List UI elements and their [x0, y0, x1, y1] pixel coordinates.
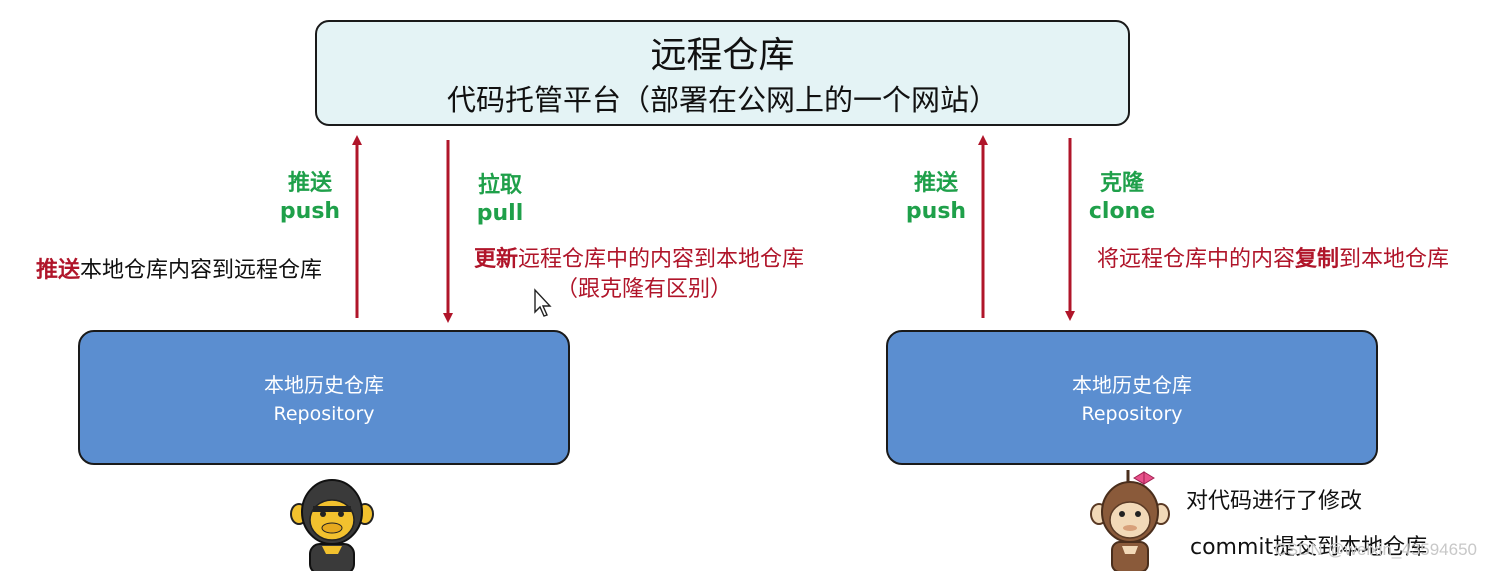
- right-push-label-cn: 推送: [913, 171, 958, 196]
- left-local-repo-subtitle: Repository: [273, 403, 375, 425]
- left-pull-desc-strong: 更新: [474, 247, 519, 272]
- left-pull-label: 拉取 pull: [462, 172, 538, 228]
- left-pull-description: 更新远程仓库中的内容到本地仓库: [474, 245, 804, 275]
- right-push-label-en: push: [905, 199, 967, 224]
- monkey-boy-icon: [290, 479, 374, 571]
- right-clone-desc-pre: 将远程仓库中的内容: [1097, 247, 1296, 272]
- left-push-label: 推送 push: [272, 170, 348, 226]
- right-local-repo-box: 本地历史仓库 Repository: [886, 330, 1378, 465]
- right-clone-desc-strong: 复制: [1295, 247, 1340, 272]
- left-pull-label-en: pull: [476, 201, 524, 226]
- left-local-repo-box: 本地历史仓库 Repository: [78, 330, 570, 465]
- left-push-label-en: push: [279, 199, 341, 224]
- right-clone-label-en: clone: [1088, 199, 1156, 224]
- right-clone-desc-post: 到本地仓库: [1339, 247, 1450, 272]
- right-note-modify: 对代码进行了修改: [1186, 489, 1363, 514]
- right-clone-description: 将远程仓库中的内容复制到本地仓库: [1097, 245, 1449, 275]
- right-clone-label-cn: 克隆: [1099, 171, 1144, 196]
- left-local-repo-title: 本地历史仓库: [264, 373, 384, 397]
- left-push-label-cn: 推送: [287, 171, 332, 196]
- left-push-description: 推送本地仓库内容到远程仓库: [36, 256, 322, 286]
- right-local-repo-subtitle: Repository: [1081, 403, 1183, 425]
- cursor-icon: [534, 288, 552, 317]
- left-pull-label-cn: 拉取: [477, 173, 522, 198]
- remote-repo-subtitle: 代码托管平台（部署在公网上的一个网站）: [446, 83, 998, 117]
- monkey-girl-icon: [1090, 470, 1170, 571]
- left-pull-desc-rest: 远程仓库中的内容到本地仓库: [518, 247, 805, 272]
- left-push-desc-rest: 本地仓库内容到远程仓库: [80, 258, 323, 283]
- right-clone-label: 克隆 clone: [1082, 170, 1162, 226]
- right-local-repo-title: 本地历史仓库: [1072, 373, 1192, 397]
- right-note-commit: commit提交到本地仓库: [1190, 535, 1428, 560]
- left-push-desc-strong: 推送: [36, 258, 81, 283]
- remote-repo-box: 远程仓库 代码托管平台（部署在公网上的一个网站）: [315, 20, 1130, 126]
- right-push-label: 推送 push: [898, 170, 974, 226]
- left-pull-note: （跟克隆有区别）: [556, 277, 733, 302]
- watermark: CSDN @weixin_43594650: [1274, 540, 1477, 559]
- remote-repo-title: 远程仓库: [650, 35, 795, 76]
